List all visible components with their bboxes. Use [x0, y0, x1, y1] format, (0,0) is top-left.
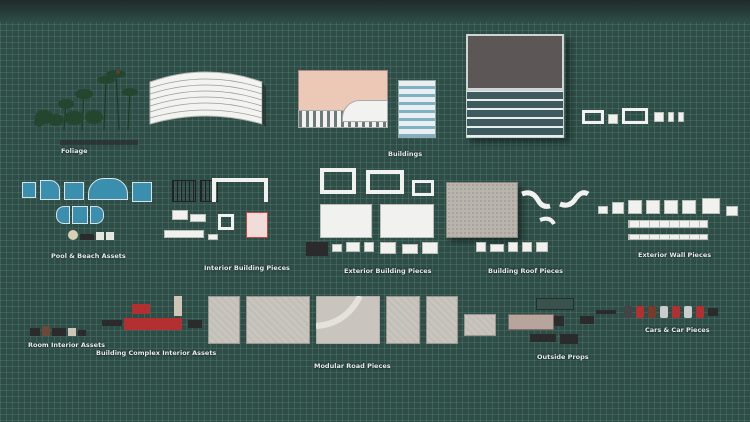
exterior-small-pieces [306, 240, 442, 260]
interior-pieces [164, 178, 270, 244]
room-interior-props [30, 324, 88, 338]
roof-slab [446, 182, 518, 238]
roof-small-pieces [476, 240, 550, 262]
car-row [596, 304, 720, 320]
roof-trim-pieces [521, 190, 590, 226]
road-piece-1 [208, 296, 240, 344]
beach-props [68, 226, 116, 246]
label-outside-props: Outside Props [537, 353, 589, 361]
label-exterior-wall: Exterior Wall Pieces [638, 251, 712, 259]
road-piece-2 [246, 296, 310, 344]
label-pool-beach: Pool & Beach Assets [51, 252, 126, 260]
label-foliage: Foliage [61, 147, 88, 155]
road-piece-4 [386, 296, 420, 344]
exterior-arch-pieces [318, 168, 436, 204]
pool-pieces-row [22, 178, 154, 206]
foliage-ground-strip [60, 140, 138, 145]
road-piece-5 [426, 296, 458, 344]
palm-tree-icon [34, 70, 138, 131]
label-modular-road: Modular Road Pieces [314, 362, 391, 370]
complex-interior-props [98, 296, 204, 336]
label-buildings: Buildings [388, 150, 423, 158]
road-piece-6 [464, 314, 496, 336]
label-complex-interior: Building Complex Interior Assets [96, 349, 217, 357]
curved-tower-building [149, 71, 266, 127]
top-shadow-band [0, 0, 750, 22]
pool-curve-pieces [56, 204, 106, 226]
label-exterior-building: Exterior Building Pieces [344, 267, 432, 275]
label-room-interior: Room Interior Assets [28, 341, 106, 349]
building-frame-pieces [582, 104, 688, 126]
road-piece-curve [316, 296, 380, 344]
small-apartment-building [398, 80, 436, 138]
label-building-roof: Building Roof Pieces [488, 267, 564, 275]
outside-props [506, 296, 598, 350]
exterior-wall-pieces [598, 196, 742, 246]
exterior-wall-blocks [320, 204, 436, 240]
label-interior-building: Interior Building Pieces [204, 264, 290, 272]
label-cars: Cars & Car Pieces [645, 326, 710, 334]
hotel-building [296, 70, 390, 128]
glass-office-building [466, 34, 566, 138]
